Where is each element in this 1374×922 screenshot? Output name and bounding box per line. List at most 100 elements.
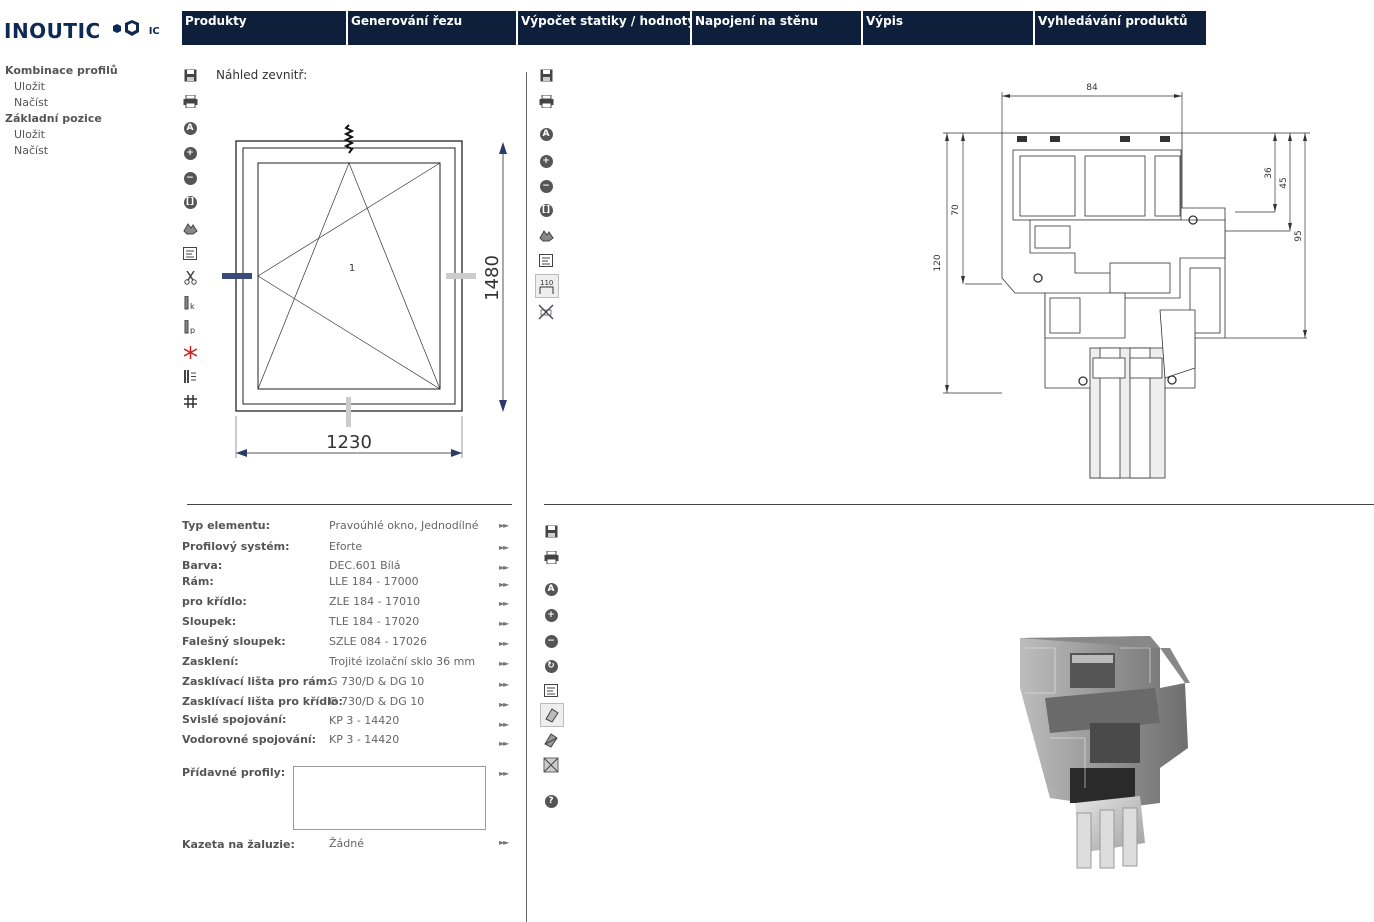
- prop-arrow-button[interactable]: ►►: [499, 659, 509, 668]
- fit-icon[interactable]: []: [181, 193, 199, 211]
- blind-box-label: Kazeta na žaluzie:: [182, 838, 295, 851]
- prop-value: Eforte: [329, 540, 363, 553]
- prop-arrow-button[interactable]: ►►: [499, 700, 509, 709]
- prop-arrow-button[interactable]: ►►: [499, 619, 509, 628]
- prop-label: Sloupek:: [182, 615, 237, 628]
- svg-text:110: 110: [540, 279, 553, 287]
- profile-3d-render[interactable]: [1010, 628, 1195, 873]
- prop-arrow-button[interactable]: ►►: [499, 838, 509, 847]
- text-icon[interactable]: [542, 681, 560, 699]
- logo: INOUTIC IC: [4, 16, 160, 46]
- prop-value: Trojité izolační sklo 36 mm: [329, 655, 476, 668]
- prop-value: G 730/D & DG 10: [329, 675, 425, 688]
- zoom-in-icon[interactable]: +: [542, 606, 560, 624]
- dim-36: 36: [1264, 167, 1274, 179]
- k-icon[interactable]: k: [181, 294, 199, 312]
- handle-mark-bottom: [346, 397, 351, 427]
- text-icon[interactable]: [181, 244, 199, 262]
- prop-value: SZLE 084 - 17026: [329, 635, 428, 648]
- tab-vyhledavani-produktu[interactable]: Vyhledávání produktů: [1035, 11, 1206, 45]
- cross-icon[interactable]: [542, 756, 560, 774]
- sidebar-item-ulozit-pozice[interactable]: Uložit: [14, 128, 45, 141]
- dim-120: 120: [933, 254, 943, 271]
- prop-arrow-button[interactable]: ►►: [499, 639, 509, 648]
- sidebar-item-nacist-kombinace[interactable]: Načíst: [14, 96, 49, 109]
- print-icon[interactable]: [537, 92, 555, 110]
- prop-arrow-button[interactable]: ►►: [499, 599, 509, 608]
- tab-napojeni-na-stenu[interactable]: Napojení na stěnu: [692, 11, 861, 45]
- print-icon[interactable]: [542, 548, 560, 566]
- tab-vypocet-statiky[interactable]: Výpočet statiky / hodnoty U: [518, 11, 690, 45]
- sash-number: 1: [349, 263, 355, 274]
- prop-label: Zasklívací lišta pro křídlo:: [182, 695, 343, 708]
- sidebar-menu: Kombinace profilů Uložit Načíst Základní…: [5, 63, 118, 159]
- prop-arrow-button[interactable]: ►►: [499, 580, 509, 589]
- prop-arrow-button[interactable]: ►►: [499, 543, 509, 552]
- extra-profiles-box[interactable]: [293, 766, 486, 830]
- a-icon[interactable]: A: [542, 580, 560, 598]
- print-icon[interactable]: [181, 92, 199, 110]
- prop-label: Falešný sloupek:: [182, 635, 286, 648]
- zoom-in-icon[interactable]: +: [537, 152, 555, 170]
- save-icon[interactable]: [181, 66, 199, 84]
- prop-label: Rám:: [182, 575, 214, 588]
- prop-value: TLE 184 - 17020: [329, 615, 420, 628]
- a-icon[interactable]: A: [537, 125, 555, 143]
- sidebar-item-nacist-pozice[interactable]: Načíst: [14, 144, 49, 157]
- section-drawing[interactable]: 84 120 70 36 45 95: [925, 78, 1315, 483]
- shade-icon[interactable]: [540, 703, 564, 727]
- handle-mark-right: [446, 273, 476, 279]
- prop-label: Svislé spojování:: [182, 713, 287, 726]
- dim-84: 84: [1086, 83, 1098, 93]
- prop-arrow-button[interactable]: ►►: [499, 521, 509, 530]
- prop-label: Zasklení:: [182, 655, 239, 668]
- logo-text: INOUTIC: [4, 19, 101, 43]
- prop-value: LLE 184 - 17000: [329, 575, 419, 588]
- a-icon[interactable]: A: [181, 119, 199, 137]
- tab-vypis[interactable]: Výpis: [863, 11, 1033, 45]
- zoom-out-icon[interactable]: −: [537, 177, 555, 195]
- star-icon[interactable]: [181, 343, 199, 361]
- prop-arrow-button[interactable]: ►►: [499, 563, 509, 572]
- scissors-icon[interactable]: [181, 269, 199, 287]
- rotate-icon[interactable]: ↻: [542, 657, 560, 675]
- prop-arrow-button[interactable]: ►►: [499, 720, 509, 729]
- prop-value: KP 3 - 14420: [329, 714, 400, 727]
- hand-icon[interactable]: [181, 219, 199, 237]
- dim-45: 45: [1279, 177, 1289, 188]
- list-icon[interactable]: [181, 367, 199, 385]
- grid-icon[interactable]: [181, 392, 199, 410]
- prop-value: ZLE 184 - 17010: [329, 595, 421, 608]
- prop-arrow-button[interactable]: ►►: [499, 680, 509, 689]
- cross-icon[interactable]: [537, 303, 555, 321]
- prop-arrow-button[interactable]: ►►: [499, 739, 509, 748]
- dim-95: 95: [1294, 230, 1304, 241]
- save-icon[interactable]: [542, 522, 560, 540]
- width-label: 1230: [326, 432, 372, 453]
- scale-icon[interactable]: 110: [535, 274, 559, 298]
- save-icon[interactable]: [537, 66, 555, 84]
- svg-text:k: k: [190, 302, 195, 310]
- sidebar-item-ulozit-kombinace[interactable]: Uložit: [14, 80, 45, 93]
- preview-title: Náhled zevnitř:: [216, 68, 308, 82]
- help-icon[interactable]: ?: [542, 792, 560, 810]
- prop-value: G 730/D & DG 10: [329, 695, 425, 708]
- hand-icon[interactable]: [537, 226, 555, 244]
- shade2-icon[interactable]: [542, 731, 560, 749]
- prop-arrow-button[interactable]: ►►: [499, 769, 509, 778]
- extra-profiles-label: Přídavné profily:: [182, 766, 286, 779]
- tab-produkty[interactable]: Produkty: [182, 11, 346, 45]
- zoom-in-icon[interactable]: +: [181, 144, 199, 162]
- tab-generovani-rezu[interactable]: Generování řezu: [348, 11, 516, 45]
- text-icon[interactable]: [537, 251, 555, 269]
- fit-icon[interactable]: []: [537, 201, 555, 219]
- window-preview[interactable]: 1 1480 1230: [215, 120, 515, 465]
- prop-label: pro křídlo:: [182, 595, 247, 608]
- zoom-out-icon[interactable]: −: [542, 632, 560, 650]
- top-nav: Produkty Generování řezu Výpočet statiky…: [182, 11, 1208, 45]
- zoom-out-icon[interactable]: −: [181, 169, 199, 187]
- height-label: 1480: [482, 255, 503, 301]
- prop-value: KP 3 - 14420: [329, 733, 400, 746]
- p-icon[interactable]: p: [181, 318, 199, 336]
- blind-box-value: Žádné: [329, 837, 364, 850]
